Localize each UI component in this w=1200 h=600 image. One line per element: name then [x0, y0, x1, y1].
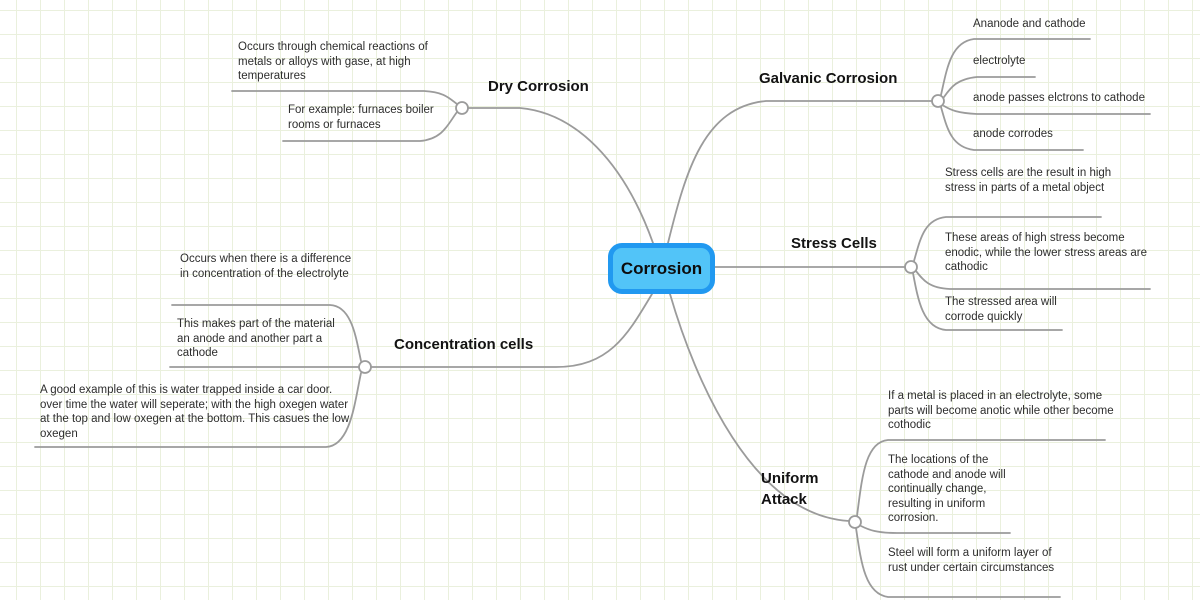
junction-dot-stress[interactable] — [904, 260, 918, 274]
edge-galvanic-main — [667, 100, 933, 244]
branch-label-stress-cells[interactable]: Stress Cells — [791, 235, 877, 252]
central-node-label: Corrosion — [620, 258, 703, 278]
note-uniform-3[interactable]: Steel will form a uniform layer of rust … — [888, 547, 1055, 574]
junction-dot-galvanic[interactable] — [931, 94, 945, 108]
note-uniform-1[interactable]: If a metal is placed in an electrolyte, … — [888, 390, 1114, 431]
note-concentration-3[interactable]: A good example of this is water trapped … — [40, 384, 350, 440]
note-stress-2[interactable]: These areas of high stress become enodic… — [945, 232, 1147, 273]
edge-concentration-main — [370, 293, 653, 368]
branch-label-uniform-attack[interactable]: Uniform Attack — [761, 470, 819, 508]
branch-label-dry-corrosion[interactable]: Dry Corrosion — [488, 78, 589, 95]
note-uniform-2[interactable]: The locations of the cathode and anode w… — [888, 454, 1006, 524]
note-galvanic-2[interactable]: electrolyte — [973, 55, 1026, 67]
junction-dot-dry-corrosion[interactable] — [455, 101, 469, 115]
note-concentration-1[interactable]: Occurs when there is a difference in con… — [180, 253, 352, 280]
branch-label-concentration-cells[interactable]: Concentration cells — [394, 336, 534, 353]
note-dry-corrosion-1[interactable]: Occurs through chemical reactions of met… — [238, 41, 428, 82]
edge-dry-corrosion-main — [461, 107, 654, 244]
branch-label-galvanic-corrosion[interactable]: Galvanic Corrosion — [759, 70, 898, 87]
note-dry-corrosion-2[interactable]: For example: furnaces boiler rooms or fu… — [288, 104, 434, 131]
note-concentration-2[interactable]: This makes part of the material an anode… — [177, 318, 335, 359]
central-node-corrosion[interactable]: Corrosion — [608, 243, 715, 294]
note-galvanic-4[interactable]: anode corrodes — [973, 128, 1053, 140]
junction-dot-concentration[interactable] — [358, 360, 372, 374]
note-stress-1[interactable]: Stress cells are the result in high stre… — [945, 167, 1112, 194]
note-galvanic-1[interactable]: Ananode and cathode — [973, 18, 1086, 30]
note-galvanic-3[interactable]: anode passes elctrons to cathode — [973, 92, 1145, 104]
edge-galvanic-child-3 — [943, 105, 1151, 115]
note-stress-3[interactable]: The stressed area will corrode quickly — [945, 296, 1057, 323]
junction-dot-uniform[interactable] — [848, 515, 862, 529]
edge-uniform-child-2 — [860, 525, 1011, 534]
